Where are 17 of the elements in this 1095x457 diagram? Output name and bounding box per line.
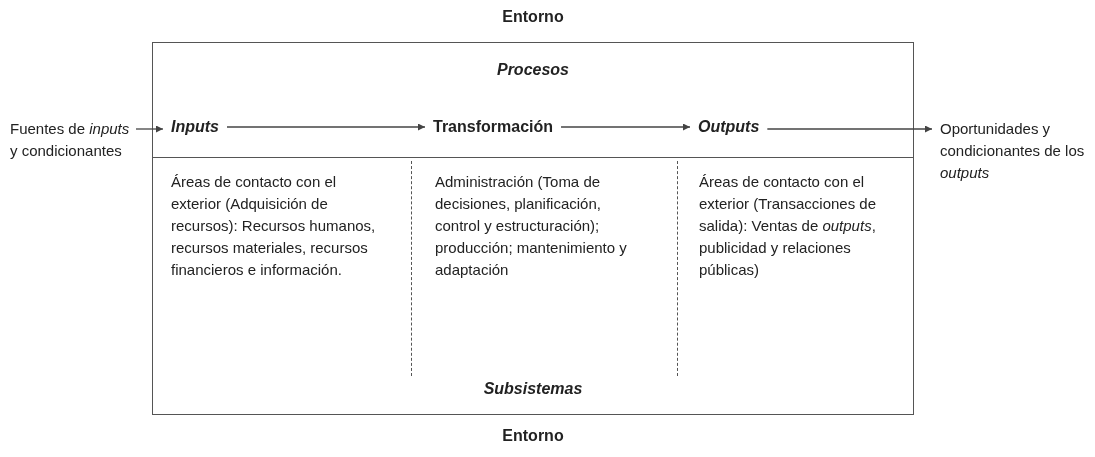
subsystem-text: Áreas de contacto con el exterior (Transacciones de salida): Ventas de outputs, publicidad y relaciones públicas) [699, 172, 878, 280]
arrow [135, 125, 164, 133]
destination-text: Oportunidades y condicionantes de los outputs [940, 118, 1090, 184]
source-text: Fuentes de inputs y condicionantes [10, 118, 132, 162]
arrow [560, 123, 691, 131]
process-frame [152, 42, 914, 415]
stage-heading: Inputs [171, 118, 219, 136]
frame-footer: Subsistemas [153, 380, 913, 398]
environment-label: Entorno [501, 8, 565, 26]
subsystem-text: Áreas de contacto con el exterior (Adquisición de recursos): Recursos humanos, recursos materiales, recursos financieros e información. [171, 172, 377, 280]
stage-heading: Transformación [433, 118, 554, 136]
stage-heading: Outputs [698, 118, 760, 136]
environment-label: Entorno [501, 427, 565, 445]
arrow [226, 123, 426, 131]
arrow [766, 125, 933, 133]
frame-title: Procesos [495, 61, 570, 79]
subsystem-text: Administración (Toma de decisiones, planificación, control y estructuración); producción; mantenimiento y adaptación [435, 172, 628, 280]
